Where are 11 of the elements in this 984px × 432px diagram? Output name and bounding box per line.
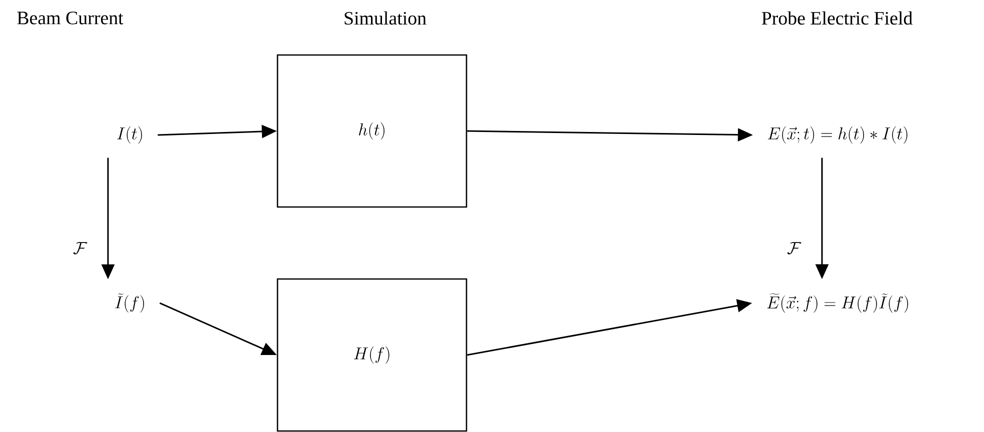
column-heading: Simulation xyxy=(344,11,426,25)
system-box: $H(f)$ xyxy=(276,278,468,432)
signal-formula: $\widetilde{E}(\vec{x};f) = H(f)\widetilde{I}(f)$ xyxy=(767,293,908,313)
column-heading: Probe Electric Field xyxy=(762,11,912,25)
edge-label: $\mathcal{F}$ xyxy=(787,242,802,254)
edge-label: $\mathcal{F}$ xyxy=(73,242,88,254)
signal-formula: $E(\vec{x};t) = h(t) * I(t)$ xyxy=(768,126,908,144)
signal-formula: $I(t)$ xyxy=(117,126,142,144)
system-box: $h(t)$ xyxy=(276,54,468,208)
column-heading: Beam Current xyxy=(17,12,124,24)
signal-formula: $\widetilde{I}(f)$ xyxy=(115,294,144,312)
